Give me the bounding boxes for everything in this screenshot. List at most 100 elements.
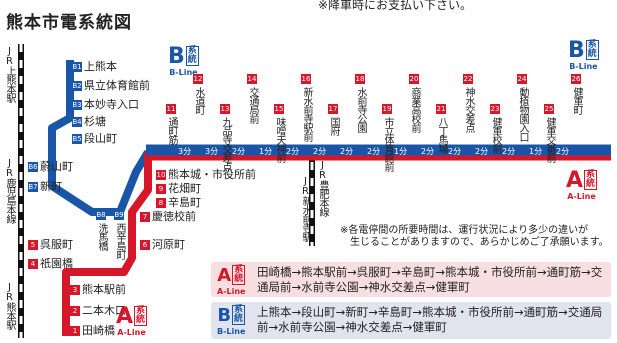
stop-number-badge: 22 <box>463 73 473 84</box>
travel-time-label: 2分 <box>232 147 246 156</box>
stop-name: 九品寺交差点 <box>220 117 231 171</box>
stop-number-badge: 24 <box>517 73 527 84</box>
travel-time-label: 1分 <box>394 147 408 156</box>
stop-number-badge: 20 <box>409 73 419 84</box>
stop-number-badge: 26 <box>571 73 581 84</box>
stop-a14: 14 交通局前 <box>247 68 259 123</box>
payment-note: ※降車時にお支払い下さい。 <box>318 0 473 12</box>
stop-number-badge: 15 <box>274 103 284 114</box>
stop-name: 健軍町 <box>571 87 582 114</box>
travel-time-label: 2分 <box>448 147 462 156</box>
stop-a19: 19 市立体育館前 <box>382 98 394 171</box>
stop-a18: 18 水前寺公園 <box>355 68 367 132</box>
stop-a12: 12 水道町 <box>193 68 205 114</box>
stop-name: 神水交差点 <box>463 87 474 132</box>
stop-name: 動植物園入口 <box>517 87 528 141</box>
stop-number-badge: 19 <box>382 103 392 114</box>
travel-time-label: 3分 <box>178 147 192 156</box>
stop-a17: 17 国府 <box>328 98 340 135</box>
stop-a21: 21 八丁馬場 <box>436 98 448 153</box>
jr-kumamoto-station-label: JR熊本駅 <box>4 282 15 329</box>
travel-time-label: 1分 <box>259 147 273 156</box>
stop-a24: 24 動植物園入口 <box>517 68 529 141</box>
travel-time-label: 2分 <box>340 147 354 156</box>
jr-kagoshima-line-label: JR鹿児島本線 <box>4 158 15 223</box>
stop-name: 味噌天神前 <box>274 117 285 162</box>
stop-name: 健軍校前 <box>490 117 501 153</box>
stop-number-badge: 14 <box>247 73 257 84</box>
stop-name: 新水前寺駅前 <box>301 87 312 141</box>
stop-number-badge: 12 <box>193 73 203 84</box>
stop-name: 水前寺公園 <box>355 87 366 132</box>
stop-number-badge: 18 <box>355 73 365 84</box>
stop-a16: 16 新水前寺駅前 <box>301 68 313 141</box>
stop-name: 通町筋 <box>166 117 177 144</box>
b-line-route-text: 上熊本→段山町→新町→辛島町→熊本城・市役所前→通町筋→交通局前→水前寺公園→神… <box>257 305 603 334</box>
travel-time-label: 2分 <box>367 147 381 156</box>
jr-hohi-line-label: JR豊肥本線 <box>317 160 328 216</box>
stop-name: 八丁馬場 <box>436 117 447 153</box>
stop-name: 商業高校前 <box>409 87 420 132</box>
stop-a20: 20 商業高校前 <box>409 68 421 132</box>
stop-a23: 23 健軍校前 <box>490 98 502 153</box>
stop-a25: 25 健軍交番前 <box>544 98 556 162</box>
jr-kami-kumamoto-label: JR上熊本駅 <box>4 46 15 102</box>
stop-name: 水道町 <box>193 87 204 114</box>
stop-a11: 11 通町筋 <box>166 98 178 144</box>
travel-time-label: 2分 <box>313 147 327 156</box>
time-note: ※各電停間の所要時間は、運行状況により多少の違いが 生じることがありますので、あ… <box>340 225 609 248</box>
jr-shin-suizenji-label: JR新水前寺駅 <box>300 176 311 241</box>
stop-name: 健軍交番前 <box>544 117 555 162</box>
stop-a26: 26 健軍町 <box>571 68 583 114</box>
stop-a13: 13 九品寺交差点 <box>220 98 232 171</box>
stop-number-badge: 21 <box>436 103 446 114</box>
stop-number-badge: 16 <box>301 73 311 84</box>
stop-number-badge: 11 <box>166 103 176 114</box>
stop-a22: 22 神水交差点 <box>463 68 475 132</box>
stop-name: 国府 <box>328 117 339 135</box>
page-title: 熊本市電系統図 <box>6 13 132 33</box>
travel-time-label: 2分 <box>502 147 516 156</box>
travel-time-label: 2分 <box>286 147 300 156</box>
travel-time-label: 2分 <box>475 147 489 156</box>
stop-name: 市立体育館前 <box>382 117 393 171</box>
stop-name: 交通局前 <box>247 87 258 123</box>
stop-number-badge: 25 <box>544 103 554 114</box>
a-line-route-text: 田崎橋→熊本駅前→呉服町→辛島町→熊本城・市役所前→通町筋→交通局前→水前寺公園… <box>257 265 603 294</box>
stop-number-badge: 23 <box>490 103 500 114</box>
stop-number-badge: 17 <box>328 103 338 114</box>
stop-number-badge: 13 <box>220 103 230 114</box>
travel-time-label: 1分 <box>529 147 543 156</box>
travel-time-label: 3分 <box>205 147 219 156</box>
stop-a15: 15 味噌天神前 <box>274 98 286 162</box>
travel-time-label: 2分 <box>556 147 570 156</box>
